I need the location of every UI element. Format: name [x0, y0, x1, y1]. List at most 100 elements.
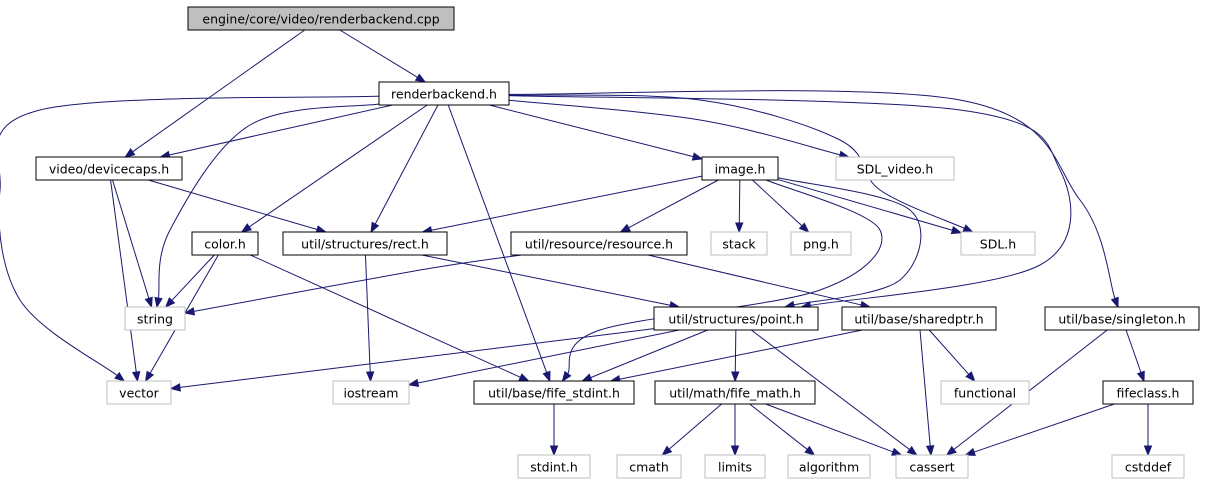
- edge-renderbackend_h-to-image_h: [489, 104, 704, 161]
- edge-arrowhead: [661, 445, 673, 456]
- edge-point_h-to-vector: [169, 328, 655, 392]
- edge-fifeclass_h-to-cstddef: [1143, 404, 1153, 457]
- edge-arrowhead: [950, 226, 963, 235]
- nodes-layer: engine/core/video/renderbackend.cpp rende…: [35, 6, 1200, 479]
- edge-arrowhead: [542, 370, 551, 383]
- node-box: [282, 231, 448, 256]
- node-renderbackend-cpp[interactable]: engine/core/video/renderbackend.cpp: [187, 6, 455, 31]
- edge-line: [750, 329, 910, 450]
- node-label: functional: [954, 386, 1016, 401]
- edge-renderbackend_h-to-string: [154, 103, 380, 309]
- node-box: [841, 306, 997, 331]
- edge-arrowhead: [240, 223, 253, 233]
- node-image-h[interactable]: image.h: [701, 156, 779, 181]
- node-label: engine/core/video/renderbackend.cpp: [202, 12, 439, 27]
- node-cmath: cmath: [616, 454, 682, 479]
- node-box: [106, 380, 172, 405]
- edge-point_h-to-fife_math_h: [731, 329, 740, 383]
- edge-arrowhead: [561, 370, 572, 383]
- node-functional: functional: [940, 380, 1030, 405]
- edge-image_h-to-sdl_h: [777, 179, 963, 235]
- edge-point_h-to-fife_stdint_h: [581, 329, 708, 382]
- node-box: [701, 156, 779, 181]
- node-devicecaps-h[interactable]: video/devicecaps.h: [35, 156, 183, 181]
- edge-line: [919, 329, 931, 447]
- edge-resource_h-to-sharedptr_h: [647, 254, 872, 309]
- node-point-h[interactable]: util/structures/point.h: [653, 306, 819, 331]
- edge-line: [132, 29, 306, 153]
- node-box: [1102, 380, 1194, 405]
- node-label: limits: [718, 460, 752, 475]
- edge-line: [489, 104, 694, 158]
- edge-renderbackend_cpp-to-devicecaps_h: [124, 29, 306, 158]
- node-label: util/math/fife_math.h: [669, 386, 801, 401]
- edge-line: [250, 254, 521, 378]
- edge-line: [647, 254, 862, 306]
- edge-renderbackend_h-to-point_h: [508, 95, 1072, 310]
- edge-rect_h-to-iostream: [364, 254, 375, 383]
- edge-line: [590, 329, 708, 379]
- node-box: [704, 454, 766, 479]
- edge-line: [148, 179, 318, 230]
- edge-line: [508, 99, 841, 156]
- node-box: [378, 81, 510, 106]
- node-resource-h[interactable]: util/resource/resource.h: [510, 231, 688, 256]
- edge-renderbackend_h-to-fife_stdint_h: [447, 104, 551, 383]
- edge-arrowhead: [581, 373, 593, 382]
- node-stdint-h: stdint.h: [517, 454, 591, 479]
- edge-arrowhead: [691, 152, 704, 161]
- node-box: [510, 231, 688, 256]
- edge-fife_math_h-to-cmath: [661, 403, 722, 456]
- node-label: string: [137, 312, 173, 327]
- edge-fife_math_h-to-algorithm: [749, 403, 816, 456]
- edge-arrowhead: [1143, 445, 1153, 457]
- node-box: [835, 156, 955, 181]
- edge-arrowhead: [945, 445, 957, 456]
- edge-arrowhead: [183, 307, 196, 316]
- node-fifeclass-h[interactable]: fifeclass.h: [1102, 380, 1194, 405]
- node-singleton-h[interactable]: util/base/singleton.h: [1044, 306, 1200, 331]
- edge-arrowhead: [962, 224, 974, 233]
- edge-devicecaps_h-to-rect_h: [148, 179, 328, 234]
- node-label: util/base/fife_stdint.h: [488, 386, 620, 401]
- edge-image_h-to-stack: [735, 179, 744, 234]
- edges-layer: [0, 29, 1153, 457]
- edge-color_h-to-fife_stdint_h: [250, 254, 530, 382]
- node-color-h[interactable]: color.h: [191, 231, 259, 256]
- node-label: vector: [119, 386, 160, 401]
- edge-line: [0, 95, 380, 376]
- edge-renderbackend_h-to-devicecaps_h: [159, 104, 393, 160]
- node-rect-h[interactable]: util/structures/rect.h: [282, 231, 448, 256]
- node-sharedptr-h[interactable]: util/base/sharedptr.h: [841, 306, 997, 331]
- edge-line: [431, 175, 703, 231]
- node-label: color.h: [204, 237, 246, 252]
- edge-line: [567, 179, 883, 375]
- node-label: renderbackend.h: [391, 87, 497, 102]
- edge-line: [169, 104, 393, 156]
- edge-devicecaps_h-to-vector: [110, 179, 141, 383]
- node-renderbackend-h[interactable]: renderbackend.h: [378, 81, 510, 106]
- node-box: [1111, 454, 1185, 479]
- edge-renderbackend_h-to-color_h: [240, 104, 428, 233]
- node-box: [124, 306, 186, 331]
- node-box: [710, 231, 768, 256]
- node-box: [332, 380, 410, 405]
- node-label: image.h: [715, 162, 766, 177]
- edge-line: [417, 329, 680, 384]
- edge-arrowhead: [906, 445, 918, 456]
- node-label: cassert: [909, 460, 954, 475]
- edge-arrowhead: [414, 73, 427, 83]
- node-box: [473, 380, 635, 405]
- node-algorithm: algorithm: [787, 454, 871, 479]
- edge-fife_stdint_h-to-stdint_h: [549, 404, 559, 457]
- edge-singleton_h-to-fifeclass_h: [1125, 329, 1145, 383]
- edge-arrowhead: [735, 222, 744, 234]
- node-box: [187, 6, 455, 31]
- node-fife-stdint-h[interactable]: util/base/fife_stdint.h: [473, 380, 635, 405]
- edge-arrowhead: [891, 447, 903, 456]
- edge-image_h-to-png_h: [752, 179, 810, 233]
- edge-line: [752, 179, 803, 227]
- edge-line: [508, 90, 1116, 299]
- node-fife-math-h[interactable]: util/math/fife_math.h: [654, 380, 816, 405]
